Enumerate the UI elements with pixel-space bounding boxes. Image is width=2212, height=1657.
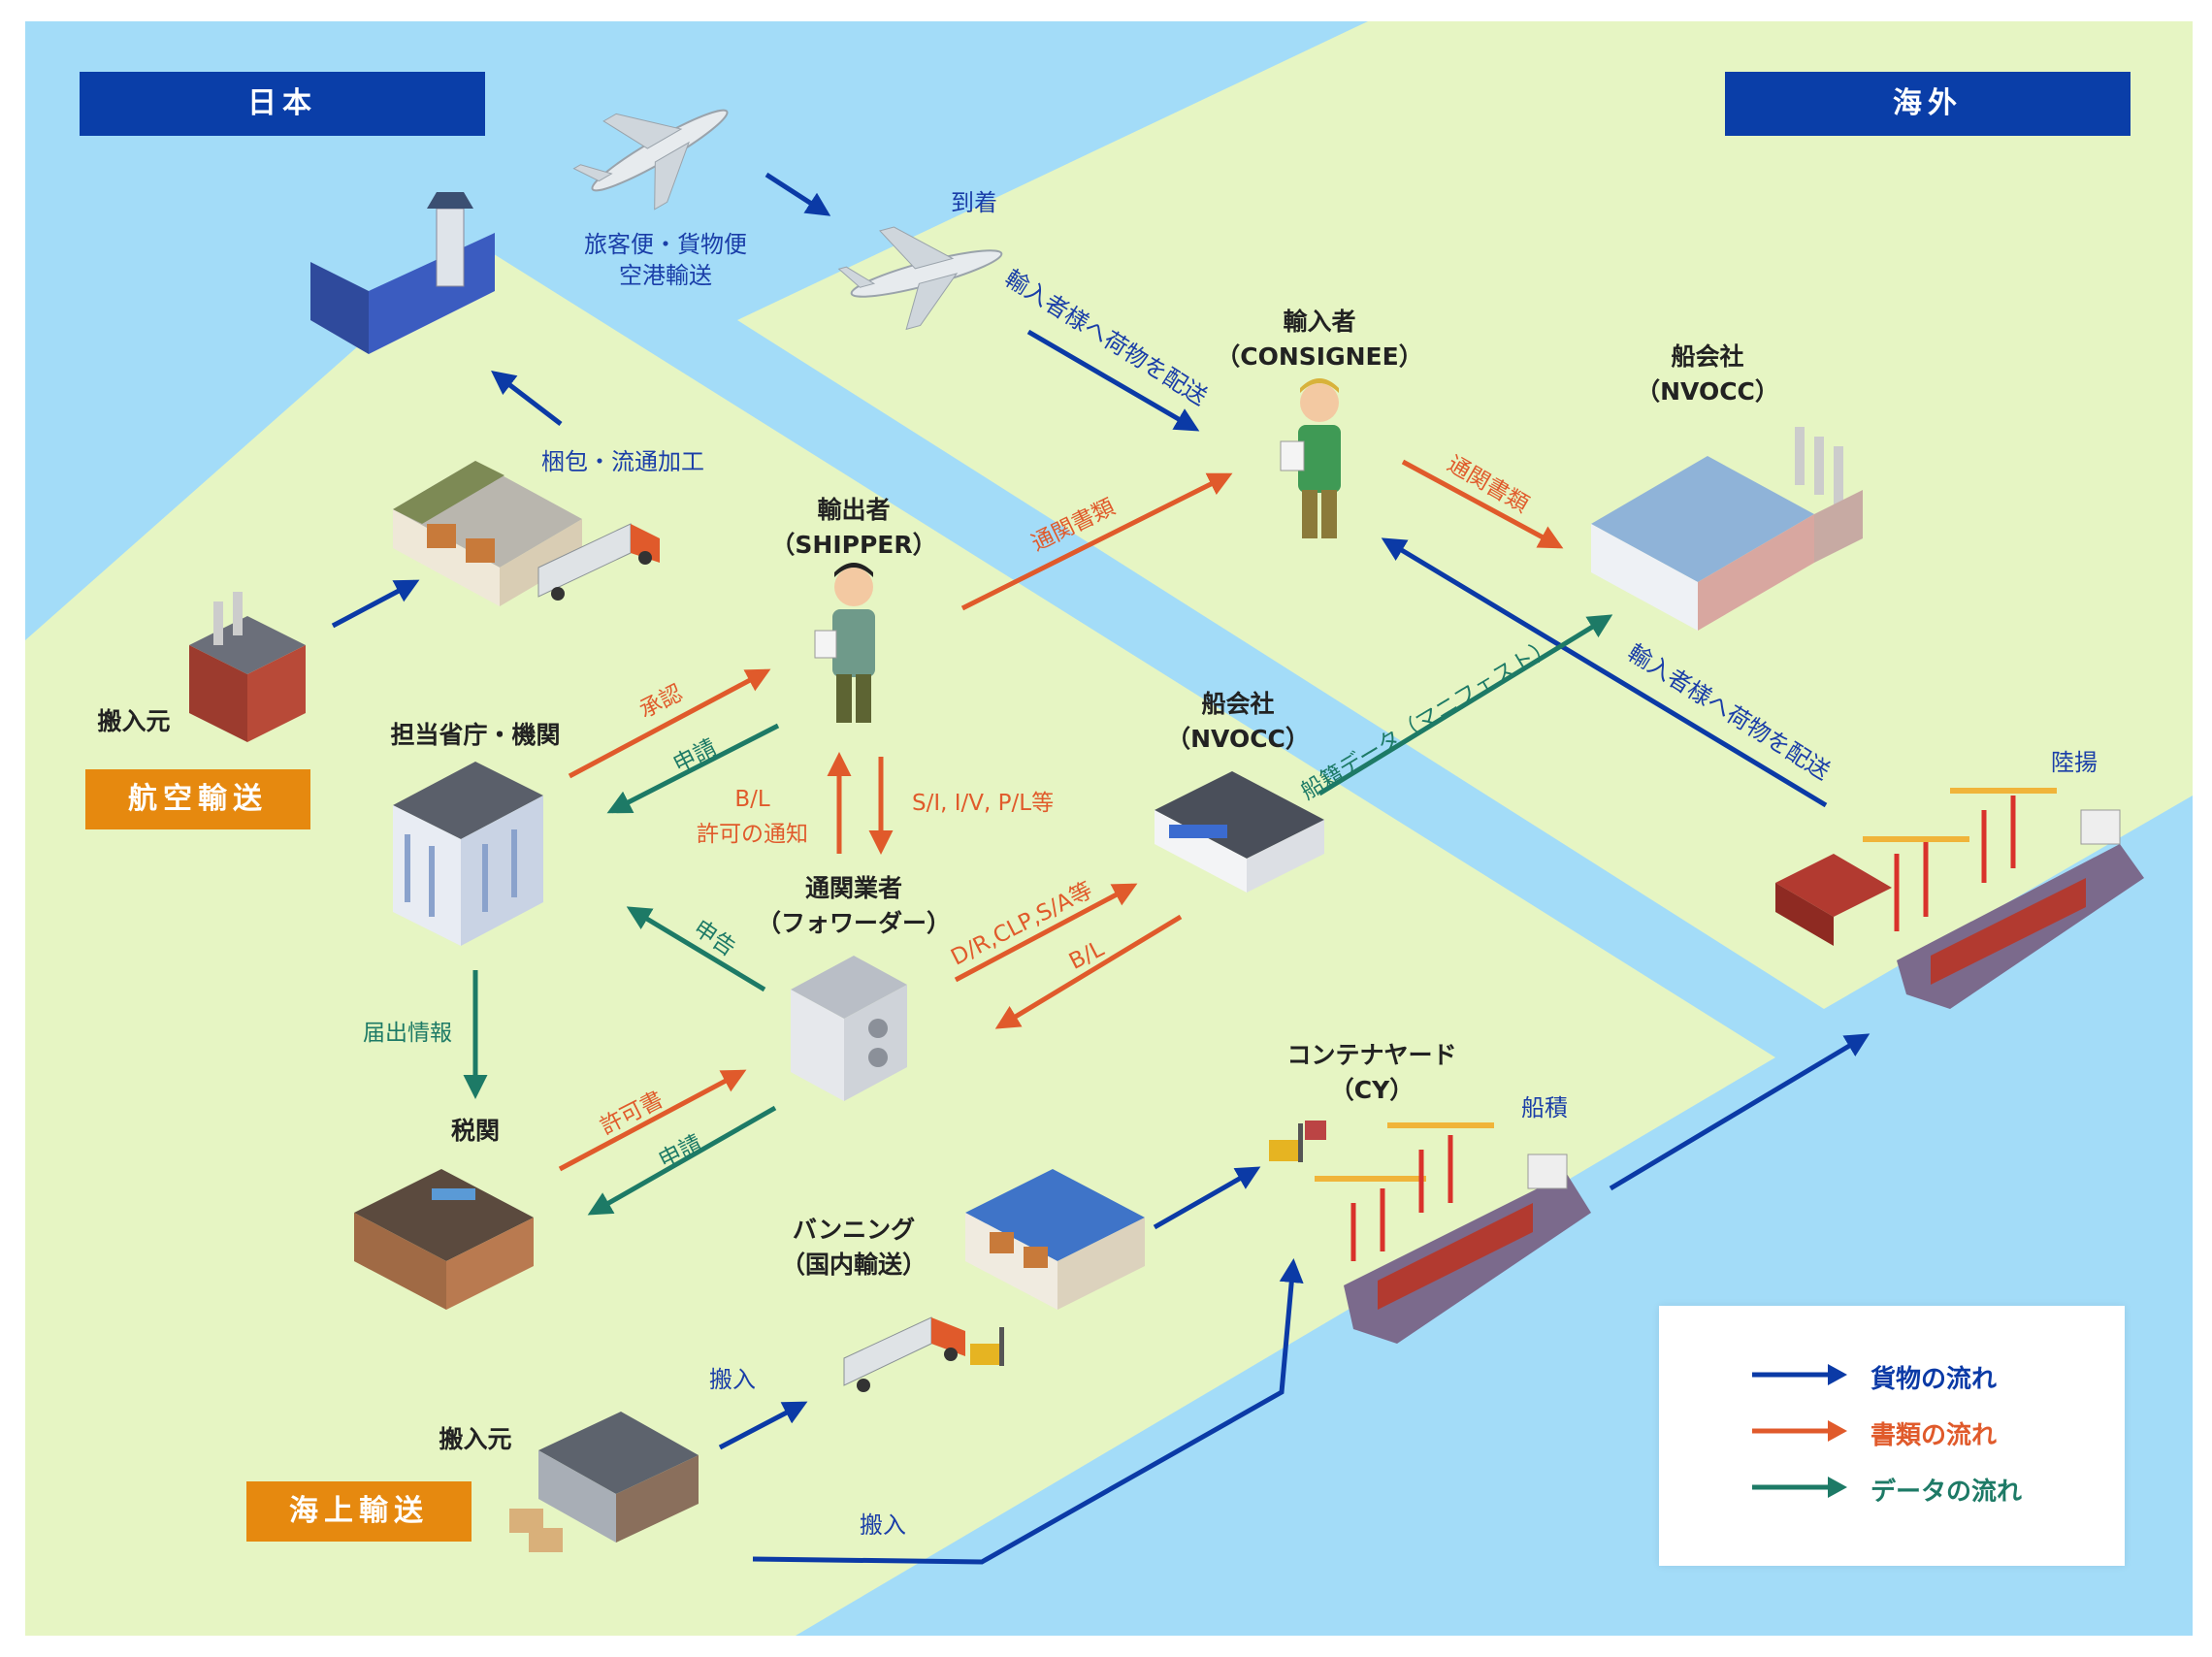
customs-building-icon [354, 1169, 534, 1310]
airport-icon [310, 192, 495, 354]
carrier-jp-label-line2: （NVOCC） [1166, 725, 1310, 753]
vanning-label-line2: （国内輸送） [780, 1251, 927, 1279]
legend-cargo-label: 貨物の流れ [1870, 1365, 1998, 1394]
air-transport-badge: 航空輸送 [85, 769, 310, 829]
arrow-airport-from-packing [491, 370, 563, 426]
notification-info-label: 届出情報 [363, 1021, 452, 1046]
carrier-ov-label: 船会社 （NVOCC） [1636, 340, 1779, 409]
carry-in-label-2: 搬入 [860, 1511, 906, 1539]
warehouse-icon [509, 1412, 699, 1552]
shipper-label-line2: （SHIPPER） [770, 531, 937, 559]
arrow-carry-in-1 [718, 1401, 808, 1450]
legend-documents-label: 書類の流れ [1870, 1421, 1998, 1450]
legend-documents: 書類の流れ [1752, 1416, 2101, 1455]
arrow-customs-docs-2 [1401, 459, 1564, 549]
arrow-declaration [626, 906, 766, 992]
warehouse-icon [965, 1169, 1145, 1310]
arrow-deliver-importer-2 [1381, 537, 1828, 808]
region-overseas-badge: 海外 [1725, 72, 2131, 136]
shipper-label-line1: 輸出者 [817, 496, 891, 524]
customs-label: 税関 [450, 1117, 501, 1145]
legend-data-arrow [1752, 1477, 1847, 1498]
person-icon [814, 563, 875, 723]
si-iv-pl-label: S/I, I/V, P/L等 [912, 791, 1055, 816]
carrier-ov-label-line1: 船会社 [1671, 342, 1744, 371]
arrow-application-2 [587, 1105, 777, 1216]
arrow-dr-clp-sa [954, 883, 1138, 983]
forwarder-label-line1: 通関業者 [804, 874, 903, 902]
carrier-jp-label-line1: 船会社 [1201, 690, 1275, 718]
airplane-icon [572, 109, 729, 211]
passenger-cargo-line2: 空港輸送 [619, 262, 712, 289]
office-building-icon [791, 956, 907, 1101]
container-yard-label: コンテナヤード （CY） [1286, 1038, 1456, 1108]
legend-data-label: データの流れ [1870, 1478, 2023, 1507]
container-ship-icon [1775, 809, 2144, 1009]
container-ship-icon [1344, 1153, 1591, 1344]
arrow-carry-in-2 [752, 1258, 1304, 1565]
region-japan-badge: 日本 [80, 72, 485, 136]
carrier-ov-label-line2: （NVOCC） [1636, 377, 1779, 406]
legend: 貨物の流れ 書類の流れ データの流れ [1659, 1306, 2125, 1566]
passenger-cargo-line1: 旅客便・貨物便 [584, 231, 747, 258]
truck-icon [537, 523, 660, 601]
origin-sea-label: 搬入元 [439, 1425, 512, 1453]
forklift-icon [1269, 1121, 1326, 1162]
airplane-icon [837, 226, 1003, 331]
vanning-label-line1: バンニング [792, 1216, 916, 1244]
vanning-label: バンニング （国内輸送） [781, 1213, 927, 1283]
arrow-to-arrival [764, 172, 831, 216]
factory-icon [1591, 427, 1863, 631]
landing-label: 陸揚 [2051, 749, 2098, 776]
carry-in-label-1: 搬入 [709, 1366, 756, 1393]
container-yard-label-line2: （CY） [1329, 1076, 1415, 1104]
arrow-factory-to-packing [331, 579, 420, 629]
passenger-cargo-label: 旅客便・貨物便 空港輸送 [584, 229, 747, 291]
shipper-label: 輸出者 （SHIPPER） [770, 493, 936, 563]
factory-icon [189, 592, 306, 742]
consignee-label-line1: 輸入者 [1283, 308, 1356, 336]
authority-label: 担当省庁・機関 [390, 721, 561, 749]
arrow-permit [558, 1069, 747, 1172]
forklift-icon [970, 1327, 1004, 1366]
consignee-label-line2: （CONSIGNEE） [1216, 342, 1423, 371]
crane-icon [1863, 788, 2057, 931]
forwarder-label: 通関業者 （フォワーダー） [757, 871, 951, 941]
container-yard-label-line1: コンテナヤード [1286, 1041, 1457, 1069]
loading-label: 船積 [1521, 1094, 1568, 1121]
origin-air-label: 搬入元 [97, 707, 171, 735]
legend-documents-arrow [1752, 1420, 1847, 1442]
arrow-vanning-to-cy [1153, 1166, 1261, 1230]
legend-cargo: 貨物の流れ [1752, 1360, 2101, 1399]
arrow-loading-export [1609, 1033, 1870, 1191]
arrow-approval [568, 668, 771, 779]
warehouse-icon [393, 461, 582, 606]
person-icon [1280, 378, 1341, 538]
bl-permit-label: B/L 許可の通知 [697, 782, 808, 852]
office-building-icon [393, 762, 543, 946]
truck-icon [843, 1316, 965, 1392]
land-overseas [737, 21, 2193, 1009]
legend-data: データの流れ [1752, 1473, 2101, 1511]
arrow-manifest [1317, 614, 1613, 796]
crane-icon [1315, 1122, 1494, 1261]
sea-transport-badge: 海上輸送 [246, 1481, 472, 1542]
arrow-deliver-importer-1 [1026, 329, 1200, 432]
legend-cargo-arrow [1752, 1364, 1847, 1385]
arrow-customs-docs-1 [960, 472, 1233, 611]
carrier-jp-label: 船会社 （NVOCC） [1166, 687, 1310, 757]
bl-permit-line2: 許可の通知 [697, 822, 808, 847]
arrival-label: 到着 [951, 189, 997, 216]
packing-label: 梱包・流通加工 [541, 448, 704, 475]
arrow-bl [994, 914, 1183, 1029]
consignee-label: 輸入者 （CONSIGNEE） [1216, 305, 1422, 374]
bl-permit-line1: B/L [734, 787, 770, 812]
office-building-icon [1155, 771, 1324, 893]
forwarder-label-line2: （フォワーダー） [756, 909, 952, 937]
arrow-application-1 [606, 723, 780, 814]
